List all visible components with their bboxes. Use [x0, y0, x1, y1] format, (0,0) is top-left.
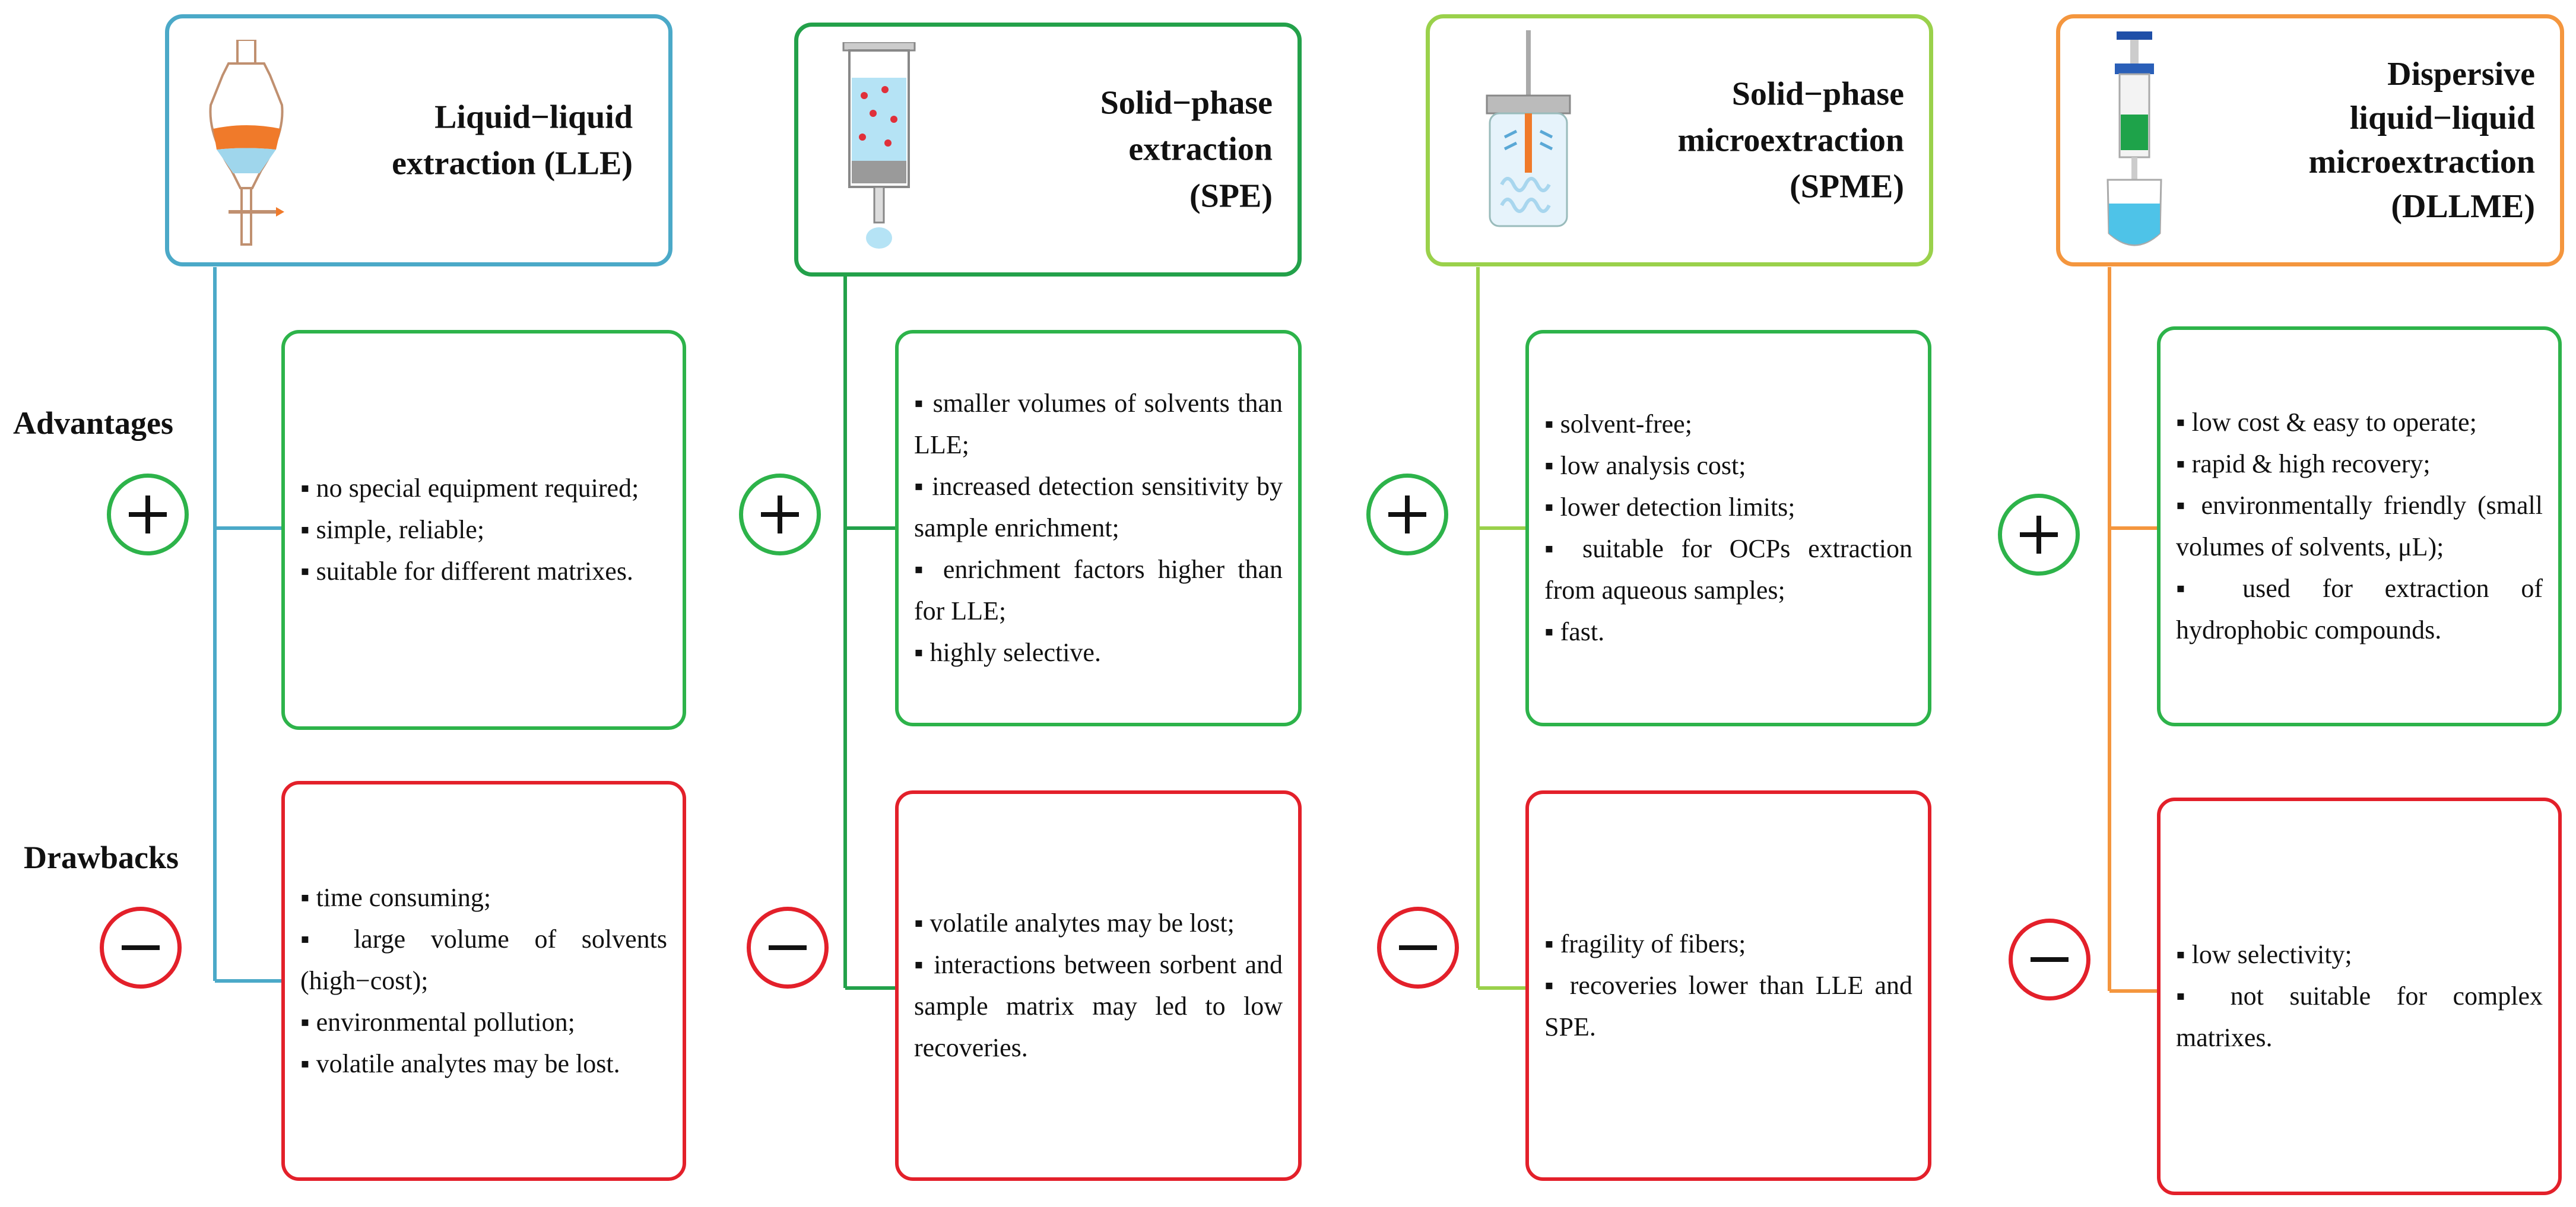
spe-title-line-1: Solid−phase	[1100, 84, 1273, 122]
list-item: ▪ fragility of fibers;	[1544, 929, 1746, 958]
list-item: ▪ low analysis cost;	[1544, 451, 1746, 480]
list-item: ▪ environmental pollution;	[300, 1008, 575, 1037]
dllme-drawbacks-box: ▪ low selectivity; ▪ not suitable for co…	[2157, 798, 2562, 1195]
spme-header: Solid−phase microextraction (SPME)	[1426, 14, 1933, 266]
list-item: ▪ highly selective.	[914, 638, 1101, 667]
lle-title-line-1: Liquid−liquid	[434, 99, 633, 136]
spme-title-line-1: Solid−phase	[1731, 75, 1904, 112]
list-item: ▪ suitable for different matrixes.	[300, 557, 633, 586]
list-item: ▪ large volume of solvents (high−cost);	[300, 925, 667, 995]
dllme-advantages-box: ▪ low cost & easy to operate; ▪ rapid & …	[2157, 326, 2562, 726]
drawbacks-label: Drawbacks	[24, 840, 179, 875]
spe-title-line-2: extraction	[1128, 131, 1273, 168]
lle-advantages-box: ▪ no special equipment required; ▪ simpl…	[281, 330, 686, 730]
lle-connectors	[213, 267, 281, 983]
lle-title-line-2: extraction (LLE)	[392, 145, 633, 182]
dllme-header: Dispersive liquid−liquid microextraction…	[2056, 14, 2564, 266]
list-item: ▪ environmentally friendly (small volume…	[2176, 491, 2543, 561]
list-item: ▪ fast.	[1544, 617, 1605, 646]
dllme-title-line-2: liquid−liquid	[2349, 100, 2535, 137]
syringe-tube-icon	[2107, 31, 2162, 246]
spme-advantage-plus-icon	[1366, 474, 1448, 555]
list-item: ▪ volatile analytes may be lost;	[914, 909, 1235, 938]
spme-drawback-minus-icon	[1377, 907, 1459, 989]
list-item: ▪ used for extraction of hydrophobic com…	[2176, 574, 2543, 644]
list-item: ▪ rapid & high recovery;	[2176, 449, 2431, 478]
spe-header: Solid−phase extraction (SPE)	[794, 23, 1302, 277]
dllme-title-line-4: (DLLME)	[2391, 188, 2535, 225]
spe-advantage-plus-icon	[739, 474, 821, 555]
spe-connectors	[843, 277, 895, 990]
list-item: ▪ not suitable for complex matrixes.	[2176, 982, 2543, 1052]
spe-cartridge-icon	[842, 42, 916, 249]
spme-title-line-3: (SPME)	[1790, 168, 1904, 205]
list-item: ▪ volatile analytes may be lost.	[300, 1049, 620, 1078]
list-item: ▪ simple, reliable;	[300, 515, 485, 544]
lle-drawback-minus-icon	[100, 907, 182, 989]
list-item: ▪ interactions between sorbent and sampl…	[914, 950, 1283, 1062]
list-item: ▪ low cost & easy to operate;	[2176, 408, 2477, 437]
list-item: ▪ time consuming;	[300, 883, 491, 912]
spme-vial-icon	[1486, 30, 1571, 227]
spe-drawback-minus-icon	[747, 907, 829, 989]
spme-title: Solid−phase microextraction (SPME)	[1524, 71, 1904, 210]
lle-drawbacks-box: ▪ time consuming; ▪ large volume of solv…	[281, 781, 686, 1181]
list-item: ▪ recoveries lower than LLE and SPE.	[1544, 971, 1912, 1041]
dllme-advantage-plus-icon	[1998, 494, 2080, 576]
list-item: ▪ smaller volumes of solvents than LLE;	[914, 389, 1283, 459]
spme-title-line-2: microextraction	[1677, 122, 1904, 159]
list-item: ▪ suitable for OCPs extraction from aque…	[1544, 534, 1912, 605]
dllme-title-line-1: Dispersive	[2387, 55, 2535, 93]
advantages-label: Advantages	[13, 405, 174, 441]
spe-title-line-3: (SPE)	[1189, 177, 1273, 215]
list-item: ▪ solvent-free;	[1544, 409, 1692, 439]
dllme-title: Dispersive liquid−liquid microextraction…	[2155, 52, 2535, 229]
separatory-funnel-icon	[209, 40, 284, 246]
spe-drawbacks-box: ▪ volatile analytes may be lost; ▪ inter…	[895, 790, 1302, 1181]
lle-title: Liquid−liquid extraction (LLE)	[253, 94, 633, 187]
list-item: ▪ enrichment factors higher than for LLE…	[914, 555, 1283, 625]
spme-advantages-box: ▪ solvent-free; ▪ low analysis cost; ▪ l…	[1525, 330, 1931, 726]
spme-connectors	[1476, 267, 1525, 990]
list-item: ▪ no special equipment required;	[300, 474, 639, 503]
spe-advantages-box: ▪ smaller volumes of solvents than LLE; …	[895, 330, 1302, 726]
dllme-connectors	[2108, 267, 2157, 993]
lle-advantage-plus-icon	[107, 474, 189, 555]
list-item: ▪ low selectivity;	[2176, 940, 2352, 969]
dllme-drawback-minus-icon	[2009, 919, 2090, 1000]
list-item: ▪ increased detection sensitivity by sam…	[914, 472, 1283, 542]
dllme-title-line-3: microextraction	[2308, 144, 2535, 181]
spme-drawbacks-box: ▪ fragility of fibers; ▪ recoveries lowe…	[1525, 790, 1931, 1181]
list-item: ▪ lower detection limits;	[1544, 493, 1795, 522]
lle-header: Liquid−liquid extraction (LLE)	[165, 14, 672, 266]
spe-title: Solid−phase extraction (SPE)	[893, 80, 1273, 219]
